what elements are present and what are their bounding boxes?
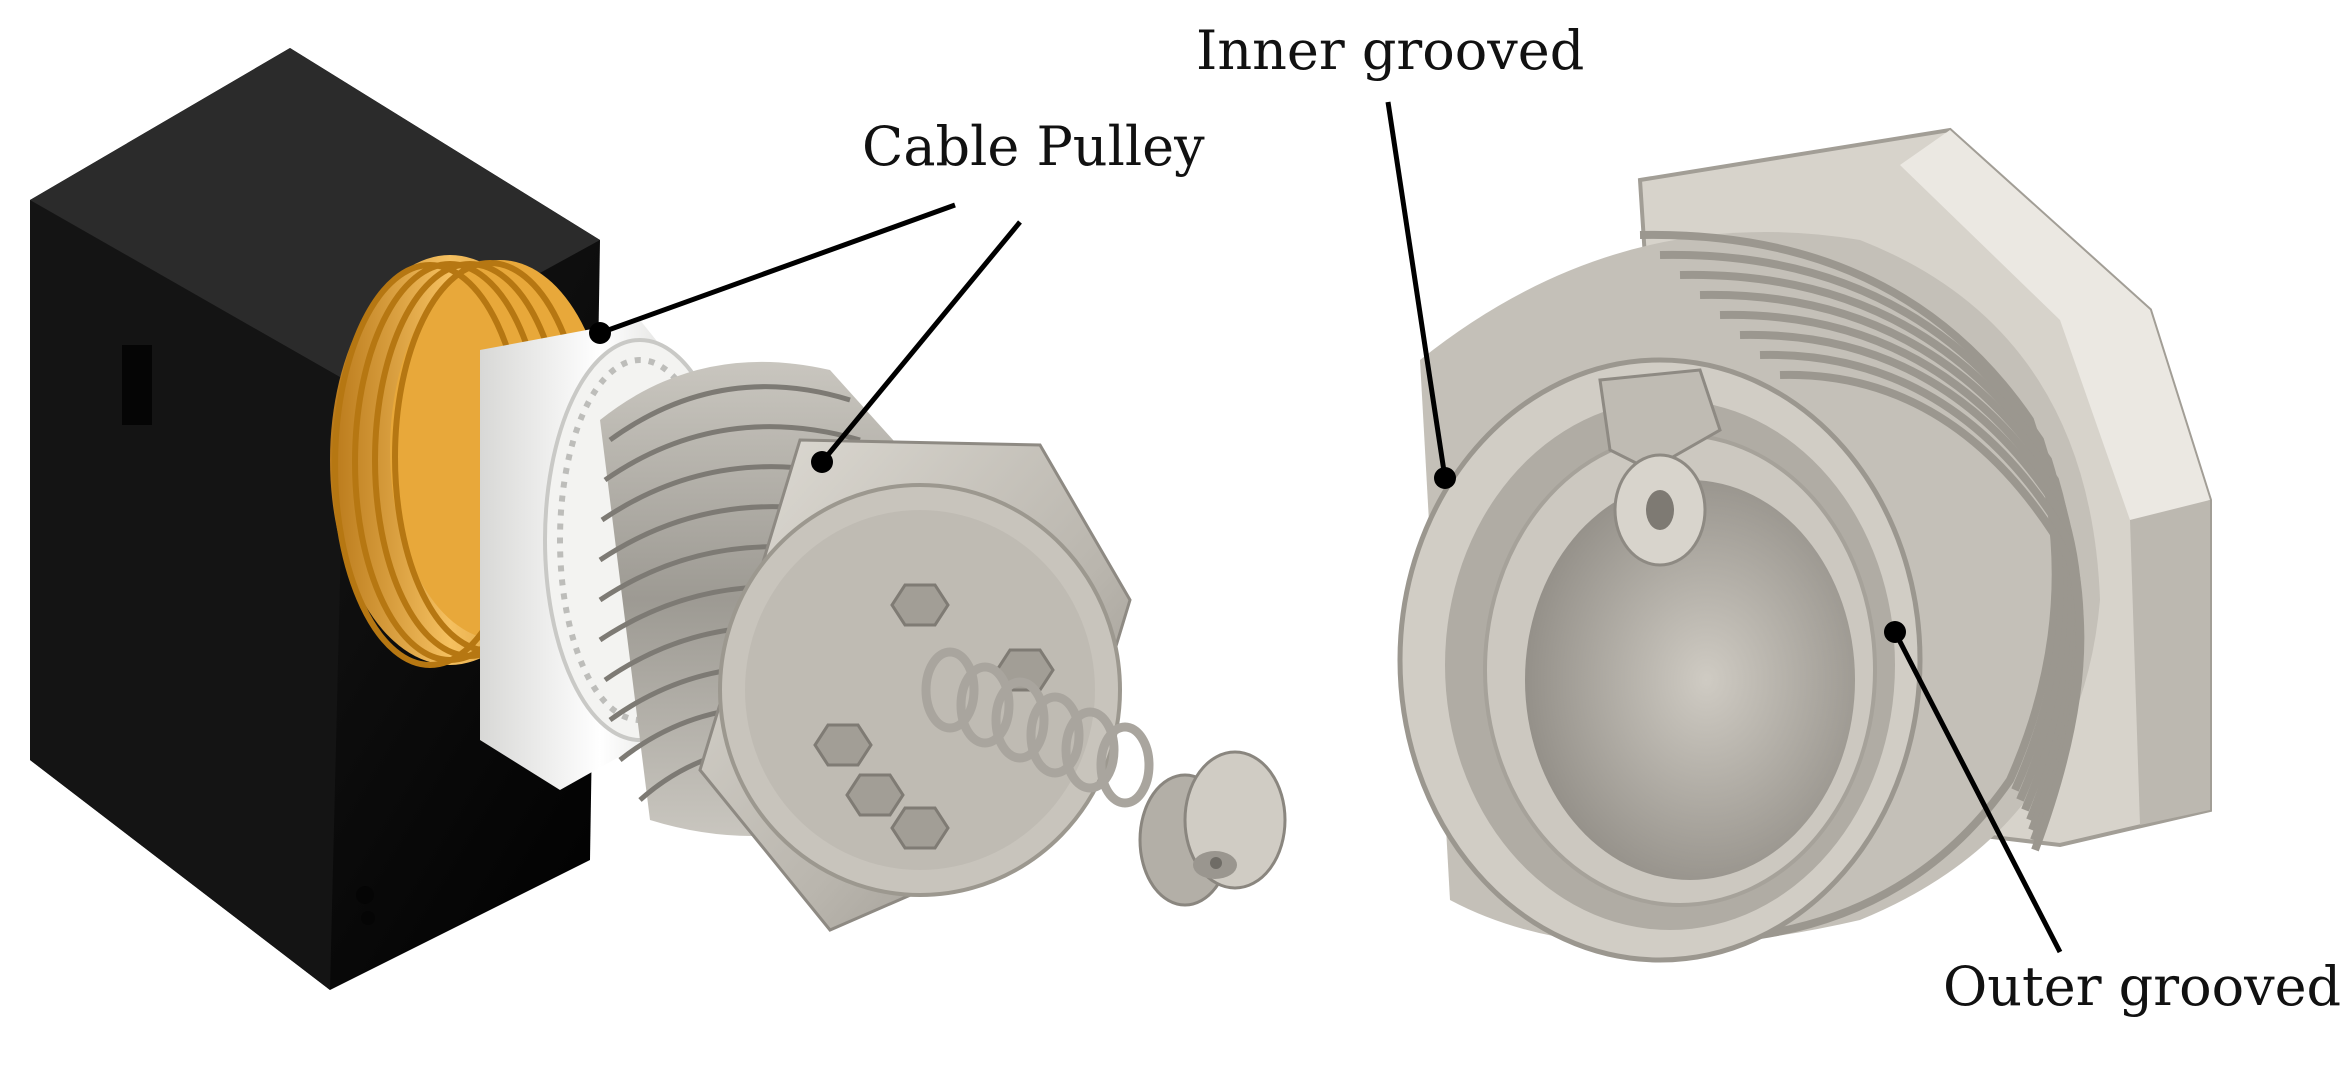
leader-inner-grooved [1385, 101, 1448, 479]
outer-grooves [1639, 230, 2085, 939]
leader-dot [589, 322, 611, 344]
leader-dot [1884, 621, 1906, 643]
cable-pulley-label: Cable Pulley [862, 115, 1205, 178]
leader-cable-pulley-1 [599, 202, 956, 336]
leader-lines [599, 101, 2063, 954]
leader-dot [811, 451, 833, 473]
pin-cap [1138, 750, 1287, 907]
outer-grooved-label: Outer grooved [1943, 955, 2341, 1018]
leader-dot [1434, 467, 1456, 489]
housing-hole [356, 886, 374, 904]
leader-dots [589, 322, 1906, 643]
inner-grooved-label: Inner grooved [1196, 19, 1585, 82]
right-pulley [1397, 127, 2212, 963]
spring [921, 647, 1154, 808]
housing-slot [122, 345, 152, 425]
inner-bore [1525, 480, 1855, 880]
leader-cable-pulley-2 [820, 220, 1022, 464]
hex-flange [698, 438, 1132, 932]
hex-sockets [813, 583, 1055, 850]
left-assembly [30, 48, 1287, 990]
leader-outer-grooved [1892, 630, 2063, 954]
housing-hole [361, 911, 375, 925]
